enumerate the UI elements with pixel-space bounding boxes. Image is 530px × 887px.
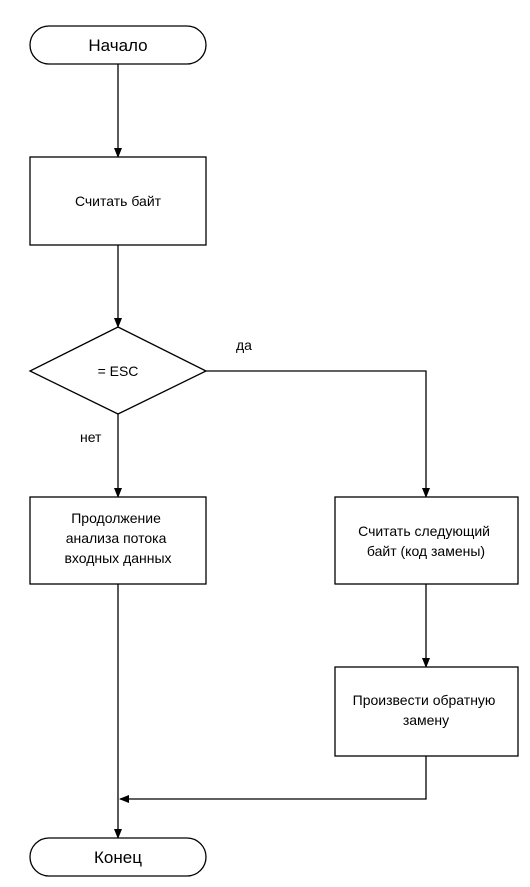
read-byte-label: Считать байт	[75, 193, 162, 209]
read-byte-step: Считать байт	[29, 156, 207, 246]
reverse-replace-step: Произвести обратную замену	[334, 666, 519, 757]
edge-replace-to-merge	[119, 756, 427, 803]
end-terminal-label: Конец	[94, 848, 142, 867]
continue-analysis-line-3: входных данных	[64, 550, 171, 566]
continue-analysis-box	[29, 496, 207, 585]
reverse-replace-line-1: Произвести обратную	[353, 692, 496, 708]
esc-decision-diamond	[28, 326, 208, 415]
continue-analysis-label: Продолжение анализа потока входных данны…	[64, 510, 171, 566]
reverse-replace-line-2: замену	[403, 712, 449, 728]
branch-label-yes: да	[236, 337, 252, 353]
start-terminal: Начало	[29, 25, 207, 65]
esc-decision-label: = ESC	[98, 363, 139, 379]
read-next-byte-line-1: Считать следующий	[358, 523, 490, 539]
read-next-byte-step: Считать следующий байт (код замены)	[334, 496, 519, 585]
read-next-byte-line-2: байт (код замены)	[367, 543, 485, 559]
read-next-byte-box	[334, 496, 519, 585]
end-terminal: Конец	[29, 837, 207, 877]
edge-decision-yes-to-read-next	[206, 370, 430, 498]
branch-label-no: нет	[80, 429, 102, 445]
connectors	[114, 64, 430, 839]
read-byte-box	[29, 156, 207, 246]
reverse-replace-label: Произвести обратную замену	[353, 692, 500, 728]
continue-analysis-step: Продолжение анализа потока входных данны…	[29, 496, 207, 585]
esc-decision: = ESC	[28, 326, 208, 415]
end-terminal-shape	[29, 837, 207, 877]
continue-analysis-line-2: анализа потока	[66, 530, 167, 546]
continue-analysis-line-1: Продолжение	[71, 510, 161, 526]
start-terminal-label: Начало	[88, 36, 147, 55]
reverse-replace-box	[334, 666, 519, 757]
read-next-byte-label: Считать следующий байт (код замены)	[358, 523, 494, 559]
start-terminal-shape	[29, 25, 207, 65]
